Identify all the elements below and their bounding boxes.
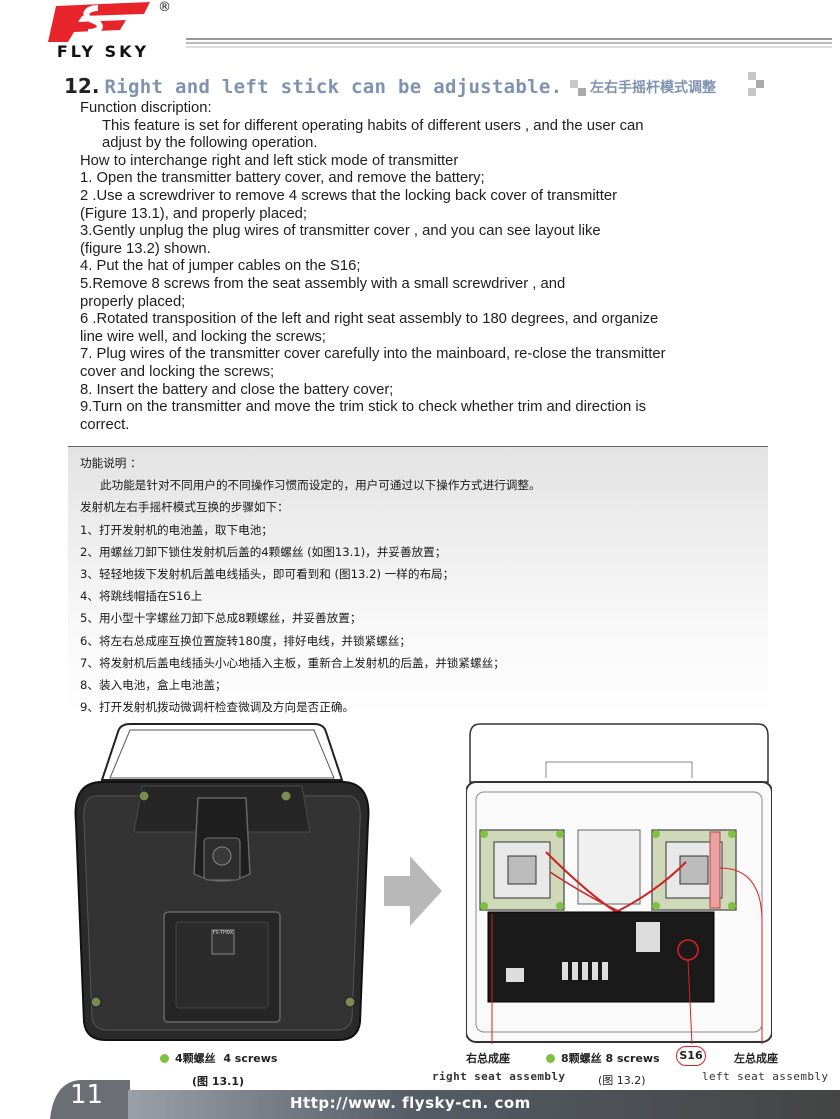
text-line: 功能说明 ： [80,456,142,470]
chinese-instructions: 功能说明 ： 此功能是针对不同用户的不同操作习惯而设定的，用户可通过以下操作方式… [80,452,770,718]
section-title-cn: 左右手摇杆模式调整 [590,80,716,96]
arrow-right-icon [384,856,442,926]
fig1-caption: (图 13.1) [192,1075,245,1088]
text-line: How to interchange right and left stick … [80,152,459,169]
flysky-logo-icon [48,2,150,42]
text-line: 7. Plug wires of the transmitter cover c… [80,346,666,363]
fig2-screws-label: 8颗螺丝 8 screws [546,1050,660,1066]
fig2-right-seat-en: right seat assembly [432,1070,566,1083]
screw-icon [728,830,736,838]
screw-icon [160,1054,169,1063]
screw-icon [652,902,660,910]
fig2-screws-cn: 8颗螺丝 [561,1052,602,1065]
text-line: 3.Gently unplug the plug wires of transm… [80,223,601,240]
text-line: 5.Remove 8 screws from the seat assembly… [80,275,566,292]
text-line: 9、打开发射机拨动微调杆检查微调及方向是否正确。 [80,700,355,715]
page-number-tab [50,1080,130,1119]
screw-icon [556,902,564,910]
flysky-logo: FLY SKY ® [40,0,171,61]
text-line: properly placed; [80,293,186,310]
header-rules [186,38,832,50]
screw-icon [280,790,292,802]
model-badge: FS-TH9X [213,930,234,936]
text-line: This feature is set for different operat… [102,117,644,134]
page-number: 11 [70,1080,104,1110]
screw-icon [652,830,660,838]
text-line: Function discription: [80,100,212,116]
registered-mark: ® [158,0,171,15]
transmitter-back-figure: FS-TH9X [74,723,370,1041]
text-line: 8、装入电池，盒上电池盖； [80,678,227,693]
text-line: 4、将跳线帽插在S16上 [80,589,203,604]
text-line: cover and locking the screws; [80,363,275,380]
title-decoration [568,70,768,100]
text-line: (figure 13.2) shown. [80,240,211,257]
text-line: line wire well, and locking the screws; [80,328,326,345]
text-line: 4. Put the hat of jumper cables on the S… [80,258,361,275]
text-line: adjust by the following operation. [102,135,318,152]
text-line: 3、轻轻地拨下发射机后盖电线插头，即可看到和 (图13.2) 一样的布局； [80,567,455,582]
screw-icon [344,996,356,1008]
screw-icon [480,830,488,838]
text-line: 6、将左右总成座互换位置旋转180度，排好电线，并锁紧螺丝； [80,633,411,648]
text-line: 9.Turn on the transmitter and move the t… [80,399,647,416]
fig2-right-seat-cn: 右总成座 [466,1052,510,1065]
section-title-en: Right and left stick can be adjustable. [104,76,563,98]
s16-label: S16 [676,1046,706,1066]
fig2-left-seat-cn: 左总成座 [734,1052,778,1065]
text-line: 2 .Use a screwdriver to remove 4 screws … [80,187,618,204]
text-line: 8. Insert the battery and close the batt… [80,381,394,398]
text-line: 2、用螺丝刀卸下锁住发射机后盖的4颗螺丝 (如图13.1)，并妥善放置； [80,544,447,559]
screw-icon [728,902,736,910]
fig1-screws-en: 4 screws [223,1052,278,1065]
screw-icon [546,1054,555,1063]
text-line: 6 .Rotated transposition of the left and… [80,311,659,328]
fig1-screws-cn: 4颗螺丝 [175,1052,216,1065]
text-line: (Figure 13.1), and properly placed; [80,205,308,222]
screw-icon [138,790,150,802]
brand-text: FLY SKY [56,42,150,61]
screw-icon [90,996,102,1008]
text-line: 7、将发射机后盖电线插头小心地插入主板，重新合上发射机的后盖，并锁紧螺丝； [80,655,505,670]
text-line: 发射机左右手摇杆模式互换的步骤如下： [80,500,289,515]
left-seat-leader-line [719,867,763,1044]
chinese-panel-background [68,447,768,713]
fig2-screws-en: 8 screws [605,1052,660,1065]
section-divider [68,446,768,447]
section-title: 12. Right and left stick can be adjustab… [64,74,562,100]
english-instructions: Function discription: This feature is se… [80,100,780,434]
text-line: 5、用小型十字螺丝刀卸下总成8颗螺丝，并妥善放置； [80,611,362,626]
footer-url[interactable]: Http://www. flysky-cn. com [290,1094,531,1112]
s16-leader-line [687,959,693,1044]
screw-icon [556,830,564,838]
fig1-screws-label: 4颗螺丝 4 screws [160,1050,277,1066]
screw-icon [480,902,488,910]
text-line: correct. [80,416,130,433]
text-line: 1、打开发射机的电池盖，取下电池； [80,522,273,537]
fig2-caption: (图 13.2) [598,1074,646,1087]
transmitter-internal-figure [466,723,772,1044]
section-number: 12. [64,74,100,98]
fig2-left-seat-en: left seat assembly [702,1070,829,1083]
footer-bar [128,1090,840,1119]
text-line: 1. Open the transmitter battery cover, a… [80,170,485,187]
text-line: 此功能是针对不同用户的不同操作习惯而设定的，用户可通过以下操作方式进行调整。 [100,478,541,493]
